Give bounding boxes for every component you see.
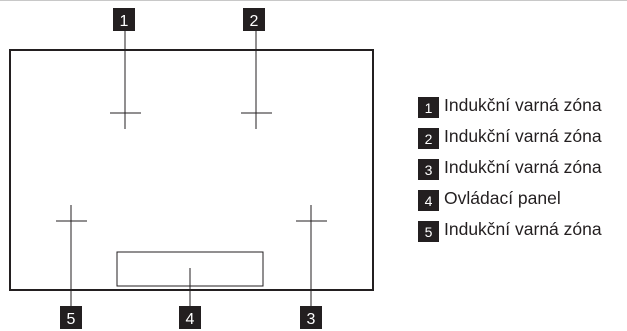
callout-1-number: 1 [120,13,129,30]
legend-label-4: Ovládací panel [444,188,561,208]
callout-4-number: 4 [186,311,195,328]
legend: 1 Indukční varná zóna 2 Indukční varná z… [418,93,627,248]
callout-3: 3 [300,306,322,329]
callout-2-number: 2 [250,13,259,30]
legend-label-3: Indukční varná zóna [444,157,602,177]
legend-item-2: 2 Indukční varná zóna [418,124,627,155]
legend-item-4: 4 Ovládací panel [418,186,627,217]
cooking-zone-5 [56,205,87,306]
legend-label-2: Indukční varná zóna [444,126,602,146]
legend-item-3: 3 Indukční varná zóna [418,155,627,186]
callout-3-number: 3 [307,311,316,328]
callout-1: 1 [113,8,135,31]
cooktop-outline [9,49,374,291]
cooking-zone-2 [241,30,272,129]
cooking-zone-1 [110,30,141,129]
legend-badge-2: 2 [418,128,439,149]
cooking-zone-3 [296,205,327,306]
legend-badge-3: 3 [418,159,439,180]
legend-item-5: 5 Indukční varná zóna [418,217,627,248]
top-divider [0,0,627,1]
legend-label-1: Indukční varná zóna [444,95,602,115]
legend-badge-5: 5 [418,221,439,242]
callout-5: 5 [60,306,82,329]
cooktop-diagram: 1 2 5 4 3 [9,8,374,329]
legend-label-5: Indukční varná zóna [444,219,602,239]
legend-badge-4: 4 [418,190,439,211]
callout-4: 4 [179,306,201,329]
legend-item-1: 1 Indukční varná zóna [418,93,627,124]
callout-2: 2 [243,8,265,31]
legend-badge-1: 1 [418,97,439,118]
callout-5-number: 5 [67,311,76,328]
